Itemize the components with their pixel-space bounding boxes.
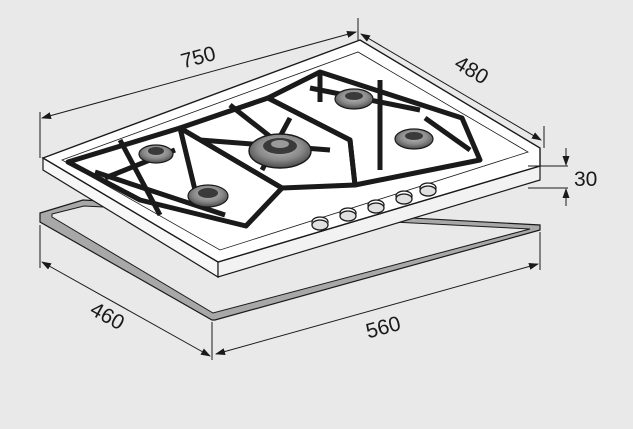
label-480: 480	[450, 52, 492, 90]
knob-5	[419, 182, 437, 197]
label-460: 460	[86, 298, 128, 335]
knob-2	[339, 207, 357, 222]
burner-rear-right	[334, 88, 374, 110]
burner-front-left	[187, 184, 229, 208]
dimension-hob-height: 30	[528, 148, 597, 206]
burner-center-wok	[248, 133, 312, 169]
knob-3	[367, 199, 385, 214]
knob-4	[395, 190, 413, 205]
label-30: 30	[574, 168, 597, 191]
burner-front-right	[394, 128, 434, 150]
label-750: 750	[178, 42, 218, 73]
burner-rear-left	[138, 144, 174, 164]
knob-1	[311, 216, 329, 231]
control-knobs	[311, 182, 437, 231]
label-560: 560	[363, 312, 403, 343]
